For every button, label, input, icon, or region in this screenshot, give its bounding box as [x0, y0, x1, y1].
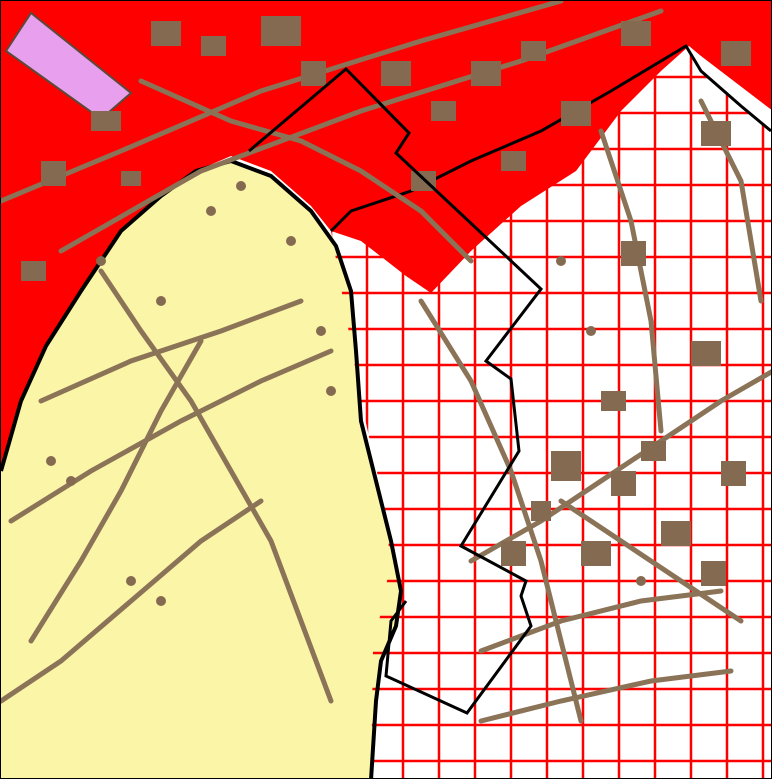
buildings: [21, 16, 751, 606]
roads-and-paths: [1, 1, 771, 724]
parcel-boundary[interactable]: [248, 66, 544, 715]
special-zone[interactable]: [4, 11, 133, 121]
